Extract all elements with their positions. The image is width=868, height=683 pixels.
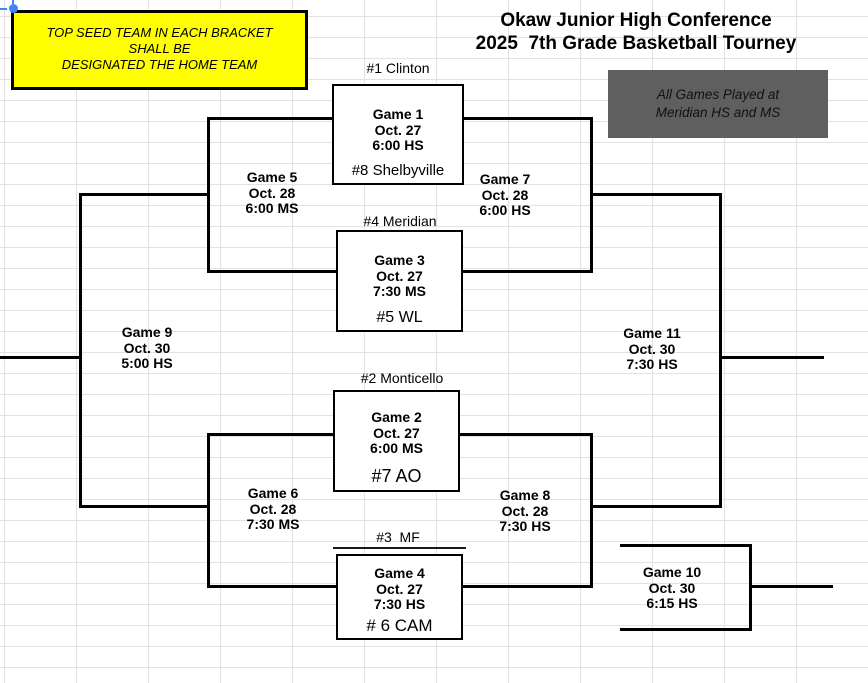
game-info-game1: Game 1 Oct. 27 6:00 HS: [334, 106, 462, 154]
game-name: Game 2: [371, 409, 422, 425]
bracket-line-game8-vertical: [590, 433, 593, 588]
bracket-line-game11-vertical: [719, 193, 722, 508]
seed-label-top-game2: #2 Monticello: [360, 370, 444, 386]
game-name: Game 9: [121, 324, 173, 340]
game-info-game11: Game 11 Oct. 30 7:30 HS: [597, 325, 707, 373]
bracket-line-game6-winner: [79, 505, 210, 508]
game-date: Oct. 27: [374, 121, 422, 138]
game-date: Oct. 27: [373, 424, 420, 441]
seed-underline-game4: [333, 547, 466, 549]
game-date: Oct. 30: [628, 340, 676, 357]
game-time: 6:00 MS: [370, 440, 423, 456]
game-info-game9: Game 9 Oct. 30 5:00 HS: [92, 324, 202, 372]
game-time: 5:00 HS: [121, 355, 173, 371]
bracket-line-game6-vertical: [207, 433, 210, 588]
game-date: Oct. 28: [248, 184, 296, 201]
game-info-game3: Game 3 Oct. 27 7:30 MS: [338, 252, 461, 300]
game-time: 7:30 HS: [499, 518, 551, 534]
bracket-line-game11-winner: [719, 356, 824, 359]
game-date: Oct. 30: [648, 579, 696, 596]
matchup-box-game4[interactable]: Game 4 Oct. 27 7:30 HS # 6 CAM: [336, 554, 463, 640]
home-team-note[interactable]: TOP SEED TEAM IN EACH BRACKET SHALL BE D…: [11, 10, 308, 90]
seed-label-bottom-game4: # 6 CAM: [366, 616, 433, 635]
selection-dash-vertical: [12, 0, 14, 4]
home-team-note-line: DESIGNATED THE HOME TEAM: [61, 57, 258, 72]
game-time: 7:30 MS: [246, 516, 300, 532]
game-date: Oct. 27: [376, 267, 423, 284]
selection-handle[interactable]: [9, 4, 18, 13]
game-date: Oct. 28: [249, 500, 297, 517]
game-date: Oct. 28: [501, 502, 549, 519]
location-note-line: All Games Played at: [656, 87, 780, 102]
seed-label-bottom-game2: #7 AO: [371, 466, 422, 486]
bracket-line-game9-vertical: [79, 193, 82, 508]
home-team-note-line: TOP SEED TEAM IN EACH BRACKET: [46, 25, 273, 40]
game-name: Game 11: [623, 325, 681, 341]
game-name: Game 8: [499, 487, 551, 503]
selection-dash-horizontal: [0, 8, 7, 10]
bracket-line-game10-top: [620, 544, 752, 547]
game-time: 6:00 HS: [372, 137, 424, 153]
bracket-line-game10-winner: [749, 585, 833, 588]
seed-label-bottom-game3: #5 WL: [376, 309, 423, 326]
game-name: Game 4: [374, 565, 425, 581]
bracket-line-game9-winner: [0, 356, 81, 359]
matchup-box-game2[interactable]: Game 2 Oct. 27 6:00 MS #7 AO: [333, 390, 460, 492]
game-time: 7:30 HS: [626, 356, 678, 372]
seed-label-top-game4: #3 MF: [376, 529, 420, 545]
game-info-game4: Game 4 Oct. 27 7:30 HS: [338, 565, 461, 613]
page-title: Okaw Junior High Conference 2025 7th Gra…: [430, 9, 842, 55]
location-note-line: Meridian HS and MS: [655, 105, 781, 120]
game-date: Oct. 27: [376, 580, 423, 597]
matchup-box-game3[interactable]: Game 3 Oct. 27 7:30 MS #5 WL: [336, 230, 463, 332]
bracket-line-game8-winner: [590, 505, 722, 508]
game-date: Oct. 28: [481, 186, 529, 203]
game-time: 7:30 HS: [373, 596, 426, 612]
game-info-game5: Game 5 Oct. 28 6:00 MS: [217, 169, 327, 217]
title-line-1: Okaw Junior High Conference: [500, 10, 772, 31]
game-info-game2: Game 2 Oct. 27 6:00 MS: [335, 409, 458, 457]
bracket-line-game5-winner: [79, 193, 210, 196]
seed-label-top-game1: #1 Clinton: [366, 60, 430, 76]
game-time: 6:00 HS: [479, 202, 531, 218]
game-name: Game 6: [247, 485, 299, 501]
game-name: Game 1: [372, 106, 424, 122]
home-team-note-line: SHALL BE: [128, 41, 191, 56]
seed-label-top-game3: #4 Meridian: [363, 213, 437, 229]
game-time: 6:15 HS: [646, 595, 698, 611]
game-time: 6:00 MS: [245, 200, 299, 216]
matchup-box-game1[interactable]: Game 1 Oct. 27 6:00 HS #8 Shelbyville: [332, 84, 464, 185]
game-info-game6: Game 6 Oct. 28 7:30 MS: [218, 485, 328, 533]
bracket-line-game10-bottom: [620, 628, 752, 631]
location-note[interactable]: All Games Played at Meridian HS and MS: [608, 70, 828, 138]
game-info-game8: Game 8 Oct. 28 7:30 HS: [470, 487, 580, 535]
game-date: Oct. 30: [123, 339, 171, 356]
game-name: Game 7: [479, 171, 531, 187]
bracket-line-game7-winner: [590, 193, 722, 196]
game-name: Game 3: [374, 252, 425, 268]
game-info-game7: Game 7 Oct. 28 6:00 HS: [450, 171, 560, 219]
game-info-game10: Game 10 Oct. 30 6:15 HS: [617, 564, 727, 612]
game-time: 7:30 MS: [373, 283, 426, 299]
game-name: Game 10: [642, 564, 702, 580]
title-line-2: 2025 7th Grade Basketball Tourney: [475, 33, 797, 54]
game-name: Game 5: [246, 169, 298, 185]
seed-label-bottom-game1: #8 Shelbyville: [351, 162, 445, 179]
